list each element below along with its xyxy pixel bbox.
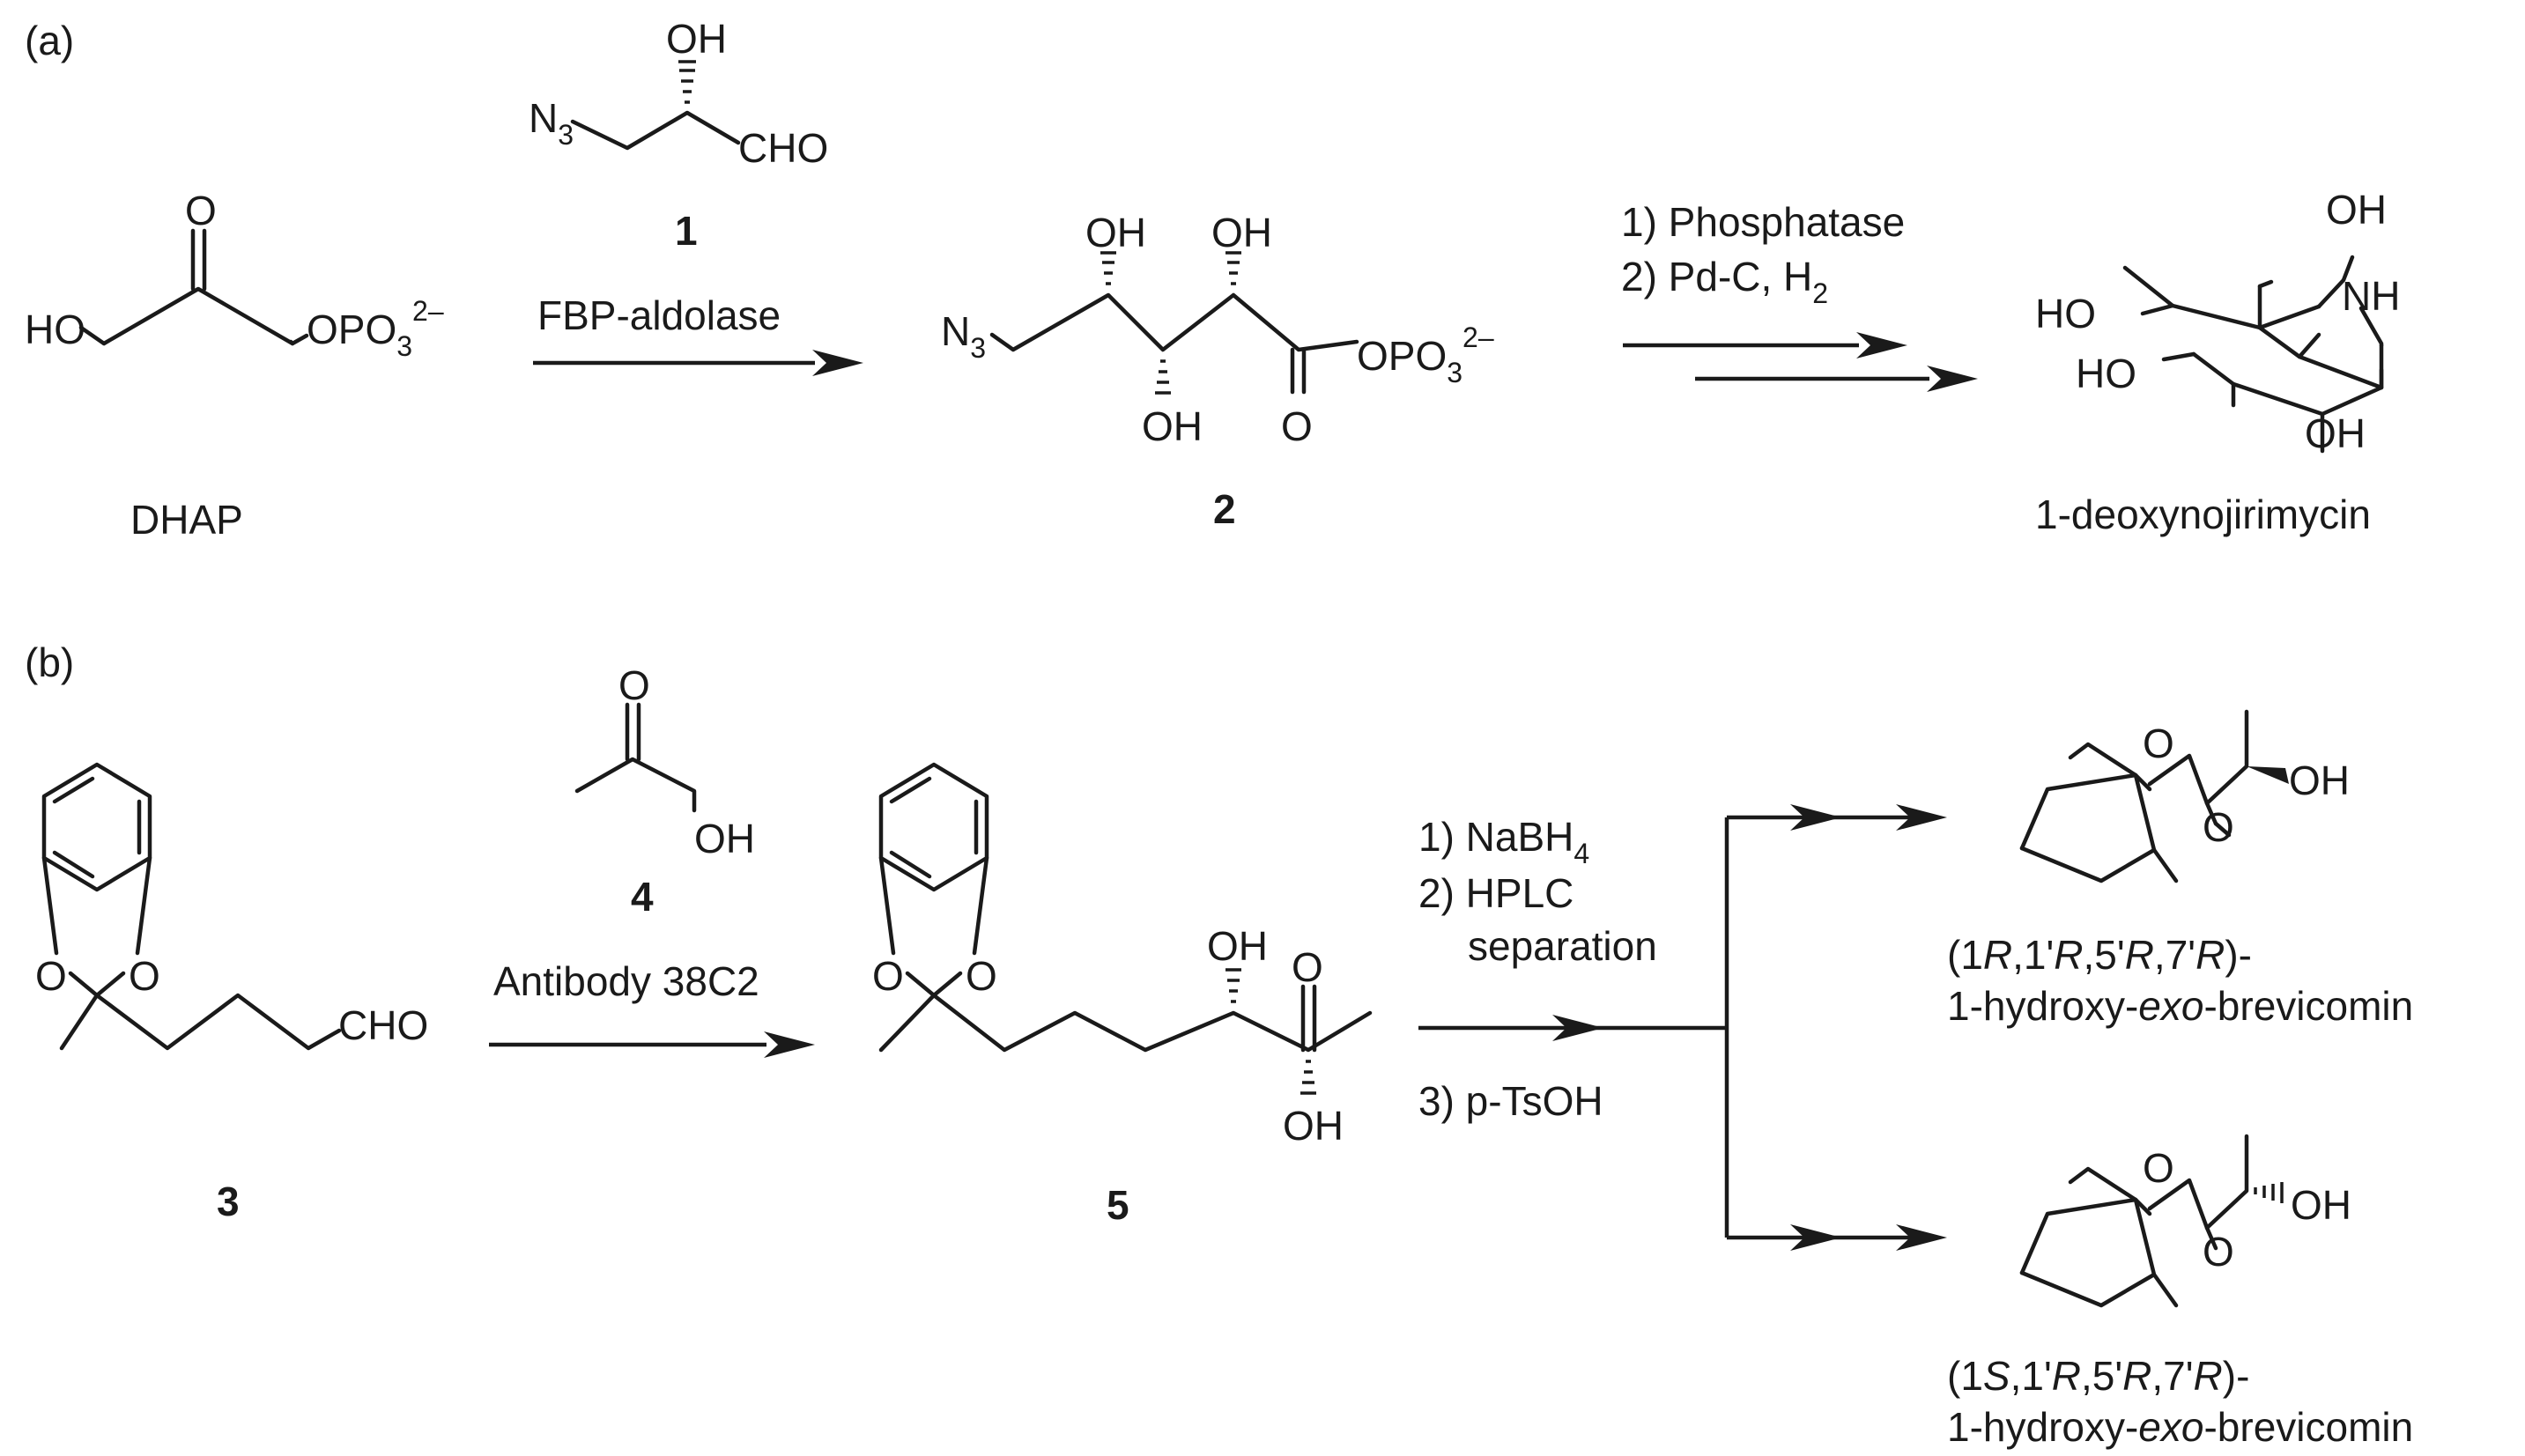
c3-cho: CHO (338, 1002, 428, 1048)
reagent-hplc: 2) HPLC (1418, 870, 1573, 916)
product-1-name: 1-hydroxy-exo-brevicomin (1947, 983, 2413, 1029)
compound-4-number: 4 (631, 874, 654, 920)
stereo-hash-c2-c (1225, 251, 1241, 285)
panel-a: (a) HO O OPO32– DHAP N3 OH CHO (25, 16, 2400, 543)
product-2-stereo-label: (1S,1'R,5'R,7'R)- (1947, 1353, 2249, 1399)
dhap-label: DHAP (130, 497, 243, 543)
arrow-branch (1418, 804, 1947, 1251)
c2-opo3: OPO32– (1357, 322, 1494, 388)
stereo-hash-c2-a (1100, 251, 1116, 285)
reagent-p-tsoh: 3) p-TsOH (1418, 1078, 1603, 1124)
product-2-name: 1-hydroxy-exo-brevicomin (1947, 1404, 2413, 1450)
dhap-structure: HO O OPO32– DHAP (25, 188, 444, 543)
stereo-hash-p2 (2254, 1182, 2284, 1203)
panel-b: (b) O O CHO 3 O OH 4 Antibody 38 (25, 639, 2413, 1450)
reagent-phosphatase: 1) Phosphatase (1621, 199, 1905, 245)
c5-oh-top: OH (1207, 923, 1268, 969)
compound-5-number: 5 (1107, 1182, 1129, 1228)
stereo-hash-c5-b (1300, 1060, 1316, 1095)
product-2-structure: O O OH (2019, 1134, 2351, 1308)
p1-bridge-o: O (2143, 721, 2174, 766)
c2-oh-2: OH (1211, 210, 1272, 255)
reagent-separation: separation (1468, 923, 1657, 969)
product-1-stereo-label: (1R,1'R,5'R,7'R)- (1947, 932, 2252, 978)
c1-cho: CHO (738, 125, 828, 171)
deoxynojirimycin-label: 1-deoxynojirimycin (2035, 491, 2371, 537)
panel-label-a: (a) (25, 18, 74, 63)
c4-carbonyl-o: O (618, 662, 650, 708)
compound-2-structure: N3 OH OH OH O OPO32– 2 (941, 210, 1494, 532)
stereo-hash-c1 (678, 60, 696, 104)
c2-carbonyl-o: O (1281, 403, 1313, 449)
compound-5-structure: O O OH O OH 5 (872, 762, 1373, 1228)
stereo-hash-c5-a (1225, 968, 1241, 1003)
compound-1-structure: N3 OH CHO 1 (529, 16, 828, 254)
arrow-antibody (489, 1031, 815, 1058)
c5-oh-bottom: OH (1283, 1103, 1344, 1149)
p1-ring-o: O (2203, 804, 2234, 850)
reagent-pd-c: 2) Pd-C, H2 (1621, 254, 1828, 309)
dhap-opo3: OPO32– (307, 295, 444, 362)
compound-2-number: 2 (1213, 486, 1236, 532)
p1-oh: OH (2289, 758, 2350, 803)
reagent-nabh4: 1) NaBH4 (1418, 814, 1589, 869)
reagent-fbp-aldolase: FBP-aldolase (537, 292, 781, 338)
c1-oh: OH (666, 16, 727, 62)
deoxynojirimycin-structure: OH NH HO HO OH 1-deoxynojirimycin (2035, 187, 2400, 537)
dhap-ho: HO (25, 307, 85, 352)
c4-oh: OH (694, 816, 755, 861)
compound-3-number: 3 (217, 1179, 240, 1224)
p2-bridge-o: O (2143, 1145, 2174, 1191)
dnj-oh-top: OH (2326, 187, 2387, 233)
compound-1-number: 1 (675, 208, 698, 254)
c5-o-right: O (966, 953, 997, 999)
c3-o-left: O (35, 953, 67, 999)
p2-oh: OH (2291, 1182, 2351, 1228)
stereo-hash-c2-b (1155, 359, 1171, 395)
compound-4-structure: O OH 4 (574, 662, 755, 920)
dnj-oh-bottom: OH (2305, 410, 2366, 456)
c2-oh-1: OH (1085, 210, 1146, 255)
product-1-structure: O O OH (2019, 709, 2350, 883)
arrow-phosphatase (1623, 332, 1907, 358)
c3-o-right: O (129, 953, 160, 999)
arrow-fbp-aldolase (533, 350, 863, 376)
compound-3-structure: O O CHO 3 (35, 762, 428, 1224)
panel-label-b: (b) (25, 639, 74, 685)
dhap-carbonyl-o: O (185, 188, 217, 233)
c2-n3: N3 (941, 308, 986, 364)
p2-ring-o: O (2203, 1229, 2234, 1275)
c1-n3: N3 (529, 95, 574, 151)
dnj-nh: NH (2342, 273, 2400, 319)
dnj-ho-2: HO (2076, 351, 2136, 396)
c5-o-left: O (872, 953, 904, 999)
c5-carbonyl-o: O (1292, 944, 1323, 990)
arrow-hydrogenation (1695, 366, 1978, 392)
c2-oh-3: OH (1142, 403, 1203, 449)
dnj-ho-1: HO (2035, 291, 2096, 336)
reagent-antibody-38c2: Antibody 38C2 (493, 958, 759, 1004)
